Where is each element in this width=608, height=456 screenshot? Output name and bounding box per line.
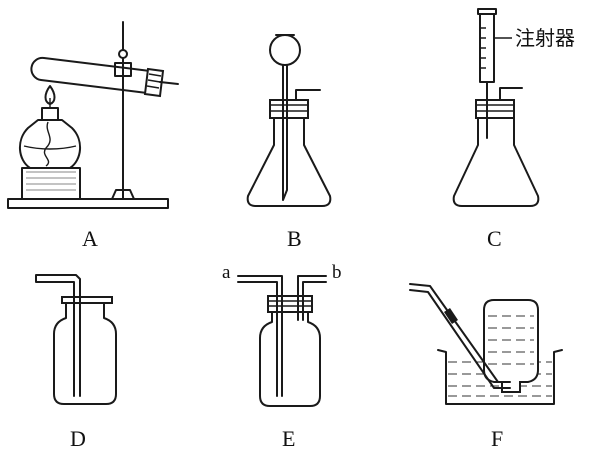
delivery-tube — [159, 81, 179, 85]
clamp-screw — [118, 49, 128, 59]
side-tube — [295, 89, 321, 101]
apparatus-b — [246, 34, 332, 207]
conical-flask-c — [452, 117, 540, 207]
clamp — [114, 62, 132, 77]
conical-flask — [246, 117, 332, 207]
funnel-stem — [282, 64, 288, 201]
port-b-label: b — [332, 262, 342, 283]
flask-stopper — [269, 99, 309, 119]
glass-plate — [61, 296, 113, 304]
syringe-label: 注射器 — [515, 26, 575, 50]
delivery-tube-d — [35, 274, 81, 397]
tube-a — [237, 275, 283, 397]
test-tube — [30, 56, 151, 94]
apparatus-c — [452, 8, 540, 207]
label-c: C — [487, 226, 502, 251]
label-a: A — [82, 226, 98, 251]
delivery-tube-f — [409, 283, 511, 389]
apparatus-f — [409, 283, 563, 405]
apparatus-a — [7, 21, 179, 209]
label-b: B — [287, 226, 302, 251]
label-f: F — [491, 426, 503, 451]
water-trough — [437, 349, 563, 405]
side-tube-c — [499, 87, 523, 101]
funnel-bulb — [269, 34, 301, 66]
flask-stopper-c — [475, 99, 515, 119]
tube-b — [297, 275, 327, 321]
gas-bottle — [53, 299, 117, 405]
port-a-label: a — [222, 262, 231, 283]
inverted-bottle — [483, 299, 539, 393]
apparatus-d — [35, 274, 117, 405]
label-e: E — [282, 426, 295, 451]
label-d: D — [70, 426, 86, 451]
alcohol-lamp — [19, 119, 81, 169]
stand-base — [7, 198, 169, 209]
two-port-bottle — [259, 311, 321, 407]
apparatus-e — [237, 275, 327, 407]
flame — [44, 85, 56, 105]
rod-foot — [111, 189, 135, 200]
rubber-joint — [444, 308, 458, 324]
bottle-stopper-e — [267, 295, 313, 313]
